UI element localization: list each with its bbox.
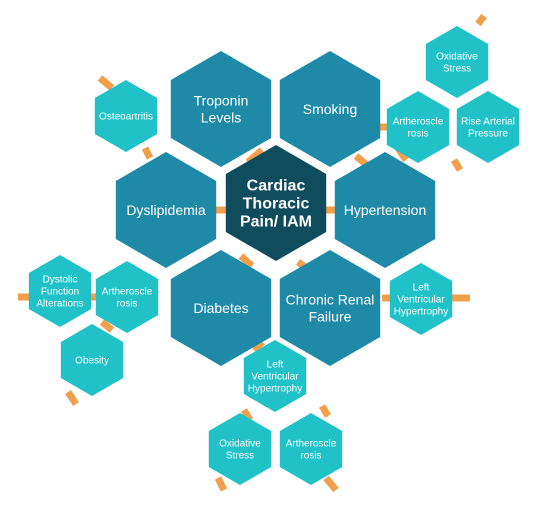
connector-bar xyxy=(99,319,115,333)
hexagon-label-line: Osteoartritis xyxy=(99,112,153,123)
hexagon-shape xyxy=(279,413,343,485)
hexagon-label-line: Ventricular xyxy=(397,295,445,306)
hexagon-label-line: Stress xyxy=(226,451,254,462)
hexagon-shape xyxy=(334,152,436,268)
connector-bar xyxy=(450,158,464,172)
hexagon-label-line: Dystolic xyxy=(42,275,77,286)
hexagon-label-line: Rise Arterial xyxy=(461,117,515,128)
hexagon-label-line: Left xyxy=(413,283,430,294)
hexagon-label-line: Left xyxy=(267,360,284,371)
hexagon-shape xyxy=(389,263,453,335)
connector-bar xyxy=(141,146,154,160)
hexagon-dyslipidemia: Dyslipidemia xyxy=(115,152,217,268)
hexagon-obesity: Obesity xyxy=(60,324,124,396)
connector-bar xyxy=(214,476,228,492)
hexagon-label-line: Obesity xyxy=(75,356,109,367)
hexagon-diabetes: Diabetes xyxy=(170,250,272,366)
connector-bar xyxy=(65,390,79,406)
hexagon-label-line: Thoracic xyxy=(243,196,310,213)
hexagon-osteoartritis: Osteoartritis xyxy=(94,80,158,152)
hexagon-shape xyxy=(208,413,272,485)
hexagon-label-line: rosis xyxy=(407,129,428,140)
hexagon-label-line: Ventricular xyxy=(251,372,299,383)
connector-bar xyxy=(323,475,339,493)
hexagon-shape xyxy=(456,91,520,163)
hexagon-shape xyxy=(170,51,272,167)
hexagon-label-line: Artheroscle xyxy=(393,117,444,128)
hexagon-shape xyxy=(170,250,272,366)
hexagon-shape xyxy=(95,261,159,333)
hexagon-shape xyxy=(28,255,92,327)
hexagon-shape xyxy=(279,250,381,366)
hexagon-label-line: Function xyxy=(41,287,79,298)
hexagon-smoking: Smoking xyxy=(279,51,381,167)
hexagon-label-line: Troponin xyxy=(194,92,249,108)
hexagon-label-line: Hypertrophy xyxy=(394,307,448,318)
hexagon-label-line: Oxidative xyxy=(436,52,478,63)
hexagon-label-line: Diabetes xyxy=(193,300,248,316)
hexagon-label-line: rosis xyxy=(300,451,321,462)
connector-bar xyxy=(475,13,487,27)
hexagon-label-line: Smoking xyxy=(303,101,357,117)
hexagon-shape xyxy=(243,340,307,412)
connector-bar xyxy=(318,404,332,418)
connector-bar xyxy=(252,339,265,354)
hexagon-label-line: Hypertension xyxy=(344,202,427,218)
hexagon-shape xyxy=(60,324,124,396)
hexagon-shape xyxy=(386,91,450,163)
hexagon-shape xyxy=(94,80,158,152)
hexagon-shape xyxy=(279,51,381,167)
hexagon-hypertension: Hypertension xyxy=(334,152,436,268)
hexagon-label-line: rosis xyxy=(116,299,137,310)
hexagon-label-line: Oxidative xyxy=(219,439,261,450)
hexagon-shape xyxy=(115,152,217,268)
hexagon-label-line: Dyslipidemia xyxy=(126,202,206,218)
hexagon-label-line: Artheroscle xyxy=(102,287,153,298)
hexagon-label-line: Pain/ IAM xyxy=(240,214,312,231)
hexagon-label-line: Artheroscle xyxy=(286,439,337,450)
hexagon-label-line: Cardiac xyxy=(247,178,306,195)
hexagon-label-line: Alterations xyxy=(36,299,83,310)
connector-bar xyxy=(97,75,115,91)
hexagon-label-line: Chronic Renal xyxy=(286,291,375,307)
hexagon-label-line: Pressure xyxy=(468,129,508,140)
hexagon-shape xyxy=(425,26,489,98)
hexagon-label-line: Levels xyxy=(201,109,241,125)
hexagon-label-line: Stress xyxy=(443,64,471,75)
hexagon-label-line: Failure xyxy=(309,308,352,324)
connector-bar xyxy=(238,253,255,269)
hexagon-label-line: Hypertrophy xyxy=(248,384,302,395)
hexagon-shape xyxy=(225,145,327,261)
